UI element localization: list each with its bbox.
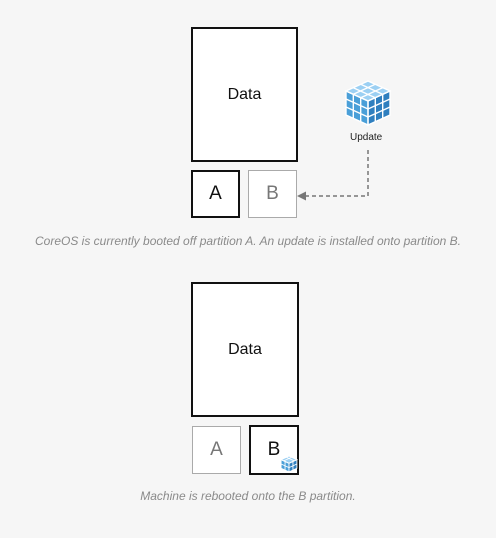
- bottom-partition-b-label: B: [267, 439, 281, 460]
- update-label: Update: [350, 132, 383, 143]
- top-data-partition: Data: [191, 27, 298, 162]
- top-partition-a-label: A: [209, 183, 222, 204]
- bottom-caption: Machine is rebooted onto the B partition…: [140, 489, 356, 503]
- update-cube-icon: [344, 80, 392, 127]
- installed-cube-icon: [279, 455, 299, 473]
- top-partition-b: B: [248, 170, 297, 218]
- bottom-data-partition: Data: [191, 282, 299, 417]
- top-partition-a: A: [191, 170, 240, 218]
- top-partition-b-label: B: [266, 183, 279, 204]
- top-data-label: Data: [227, 85, 262, 103]
- bottom-data-label: Data: [228, 340, 262, 358]
- dashed-arrow-icon: [297, 150, 369, 201]
- bottom-partition-a-label: A: [210, 439, 223, 460]
- bottom-partition-a: A: [192, 426, 241, 474]
- top-caption: CoreOS is currently booted off partition…: [34, 234, 461, 248]
